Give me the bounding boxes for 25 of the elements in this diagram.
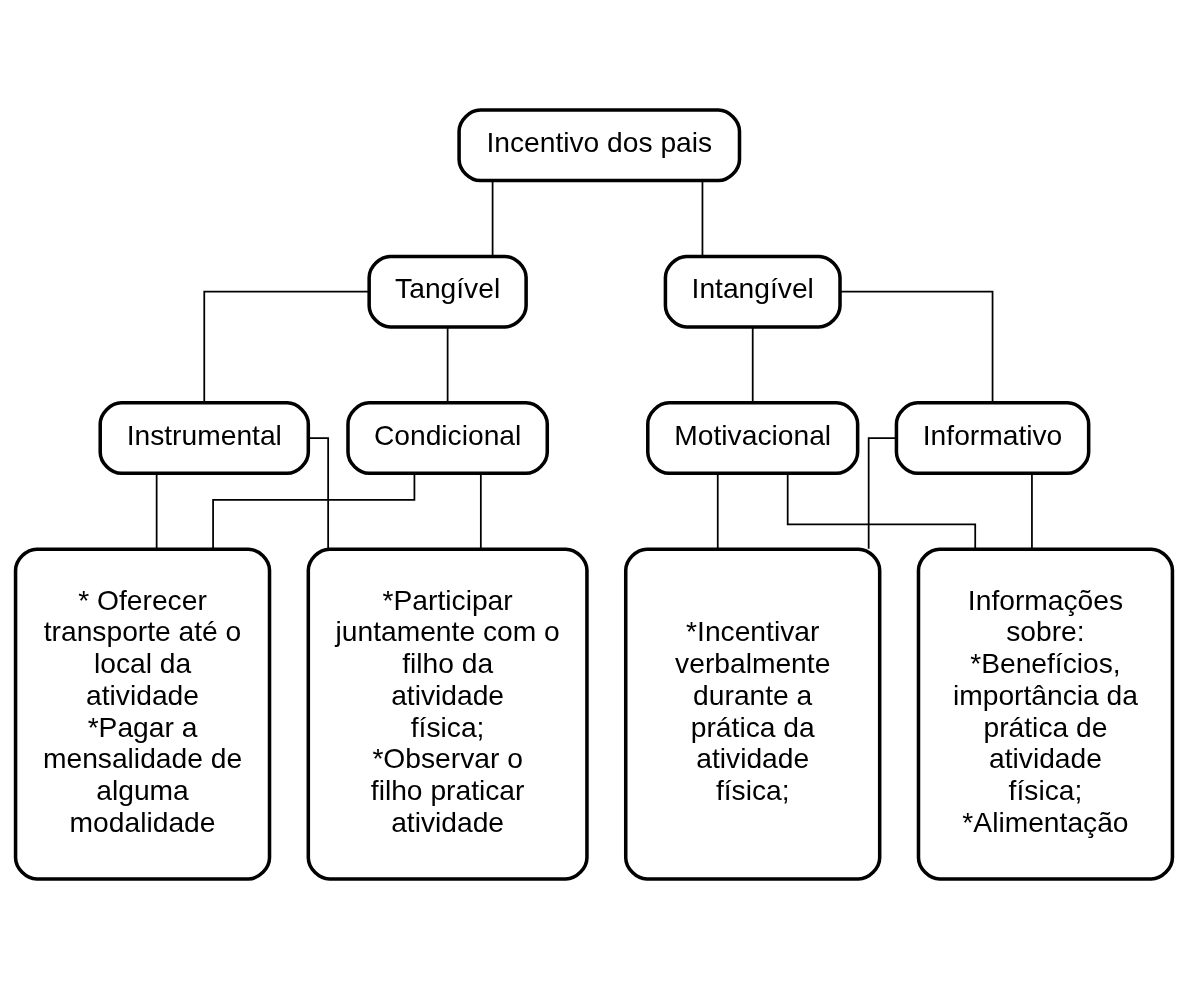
node-box: Informações sobre: *Benefícios, importância da prática de atividade física; *Alimentação xyxy=(916,547,1175,881)
node-box: Informativo xyxy=(894,401,1091,476)
connector xyxy=(446,326,449,404)
node-box: *Incentivar verbalmente durante a prática da atividade física; xyxy=(623,547,882,881)
connector xyxy=(701,179,704,257)
node-box: Instrumental xyxy=(98,401,311,476)
connector xyxy=(491,179,494,257)
connector xyxy=(716,472,719,550)
connector xyxy=(212,473,416,550)
node-box: Tangível xyxy=(367,254,528,329)
connector xyxy=(307,437,330,550)
connector xyxy=(479,472,482,550)
node-box: * Oferecer transporte até o local da atividade *Pagar a mensalidade de alguma modalidade xyxy=(13,547,272,881)
connector xyxy=(155,472,158,550)
connector xyxy=(786,472,977,550)
node-box: Condicional xyxy=(346,401,550,476)
node-box: *Participar juntamente com o filho da atividade física; *Observar o filho praticar atividade xyxy=(306,547,589,881)
connector xyxy=(1031,472,1033,550)
connector xyxy=(867,437,898,550)
connector xyxy=(751,326,754,404)
node-box: Motivacional xyxy=(646,401,860,476)
node-box: Incentivo dos pais xyxy=(457,108,742,183)
connector xyxy=(203,290,370,404)
connector xyxy=(839,290,994,404)
node-box: Intangível xyxy=(663,254,842,329)
